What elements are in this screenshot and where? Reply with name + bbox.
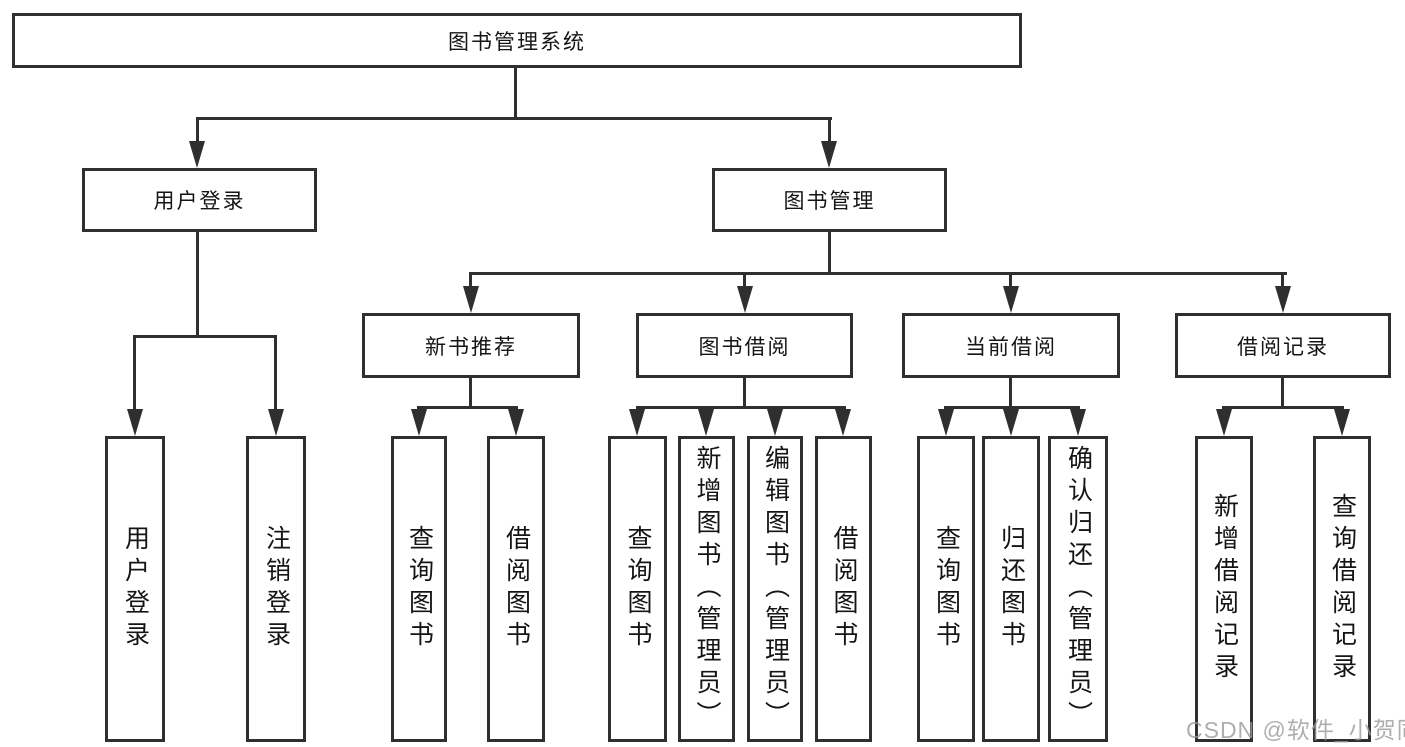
leaf-borrowing-query-books: 查询图书: [608, 436, 667, 742]
connector-line: [1222, 406, 1344, 409]
leaf-current-query-books-label: 查询图书: [932, 525, 961, 653]
connector-line: [944, 406, 1080, 409]
leaf-recommend-borrow-books: 借阅图书: [487, 436, 545, 742]
arrow-down-icon: [1275, 286, 1291, 313]
leaf-add-books-admin: 新增图书（管理员）: [678, 436, 735, 742]
connector-line: [1281, 378, 1284, 406]
arrow-down-icon: [1070, 409, 1086, 436]
arrow-down-icon: [938, 409, 954, 436]
leaf-logout: 注销登录: [246, 436, 306, 742]
leaf-user-login-label: 用户登录: [121, 525, 150, 653]
node-book-borrowing: 图书借阅: [636, 313, 853, 378]
leaf-query-borrow-record: 查询借阅记录: [1313, 436, 1371, 742]
arrow-down-icon: [189, 141, 205, 168]
node-book-management-label: 图书管理: [783, 190, 876, 213]
leaf-borrowing-query-books-label: 查询图书: [624, 525, 652, 653]
connector-line: [743, 378, 746, 406]
arrow-down-icon: [463, 286, 479, 313]
node-root-label: 图书管理系统: [448, 30, 586, 54]
leaf-recommend-borrow-books-label: 借阅图书: [502, 525, 531, 653]
leaf-query-borrow-record-label: 查询借阅记录: [1328, 493, 1357, 685]
arrow-down-icon: [1003, 409, 1019, 436]
connector-line: [133, 335, 136, 412]
arrow-down-icon: [821, 141, 837, 168]
leaf-recommend-query-books-label: 查询图书: [405, 525, 434, 653]
leaf-edit-books-admin-label: 编辑图书（管理员）: [761, 445, 790, 733]
arrow-down-icon: [698, 409, 714, 436]
node-current-borrowing: 当前借阅: [902, 313, 1120, 378]
arrow-down-icon: [268, 409, 284, 436]
node-new-book-recommend: 新书推荐: [362, 313, 580, 378]
leaf-return-books: 归还图书: [982, 436, 1040, 742]
leaf-recommend-query-books: 查询图书: [391, 436, 447, 742]
connector-line: [274, 335, 277, 412]
connector-line: [828, 117, 831, 144]
connector-line: [1009, 272, 1012, 288]
connector-line: [1281, 272, 1284, 288]
arrow-down-icon: [835, 409, 851, 436]
connector-line: [469, 378, 472, 406]
connector-line: [1009, 378, 1012, 406]
node-book-borrowing-label: 图书借阅: [698, 335, 791, 359]
arrow-down-icon: [508, 409, 524, 436]
leaf-logout-label: 注销登录: [262, 525, 291, 653]
node-book-management: 图书管理: [712, 168, 947, 232]
connector-line: [196, 117, 832, 120]
arrow-down-icon: [737, 286, 753, 313]
connector-line: [514, 68, 517, 117]
leaf-current-query-books: 查询图书: [917, 436, 975, 742]
arrow-down-icon: [629, 409, 645, 436]
node-new-book-recommend-label: 新书推荐: [425, 335, 517, 359]
node-borrowing-records: 借阅记录: [1175, 313, 1391, 378]
connector-line: [636, 406, 846, 409]
leaf-add-borrow-record: 新增借阅记录: [1195, 436, 1253, 742]
leaf-confirm-return-admin-label: 确认归还（管理员）: [1064, 445, 1093, 733]
connector-line: [469, 272, 1287, 275]
node-user-login-label: 用户登录: [153, 190, 246, 213]
connector-line: [133, 335, 277, 338]
connector-line: [417, 406, 518, 409]
connector-line: [828, 232, 831, 272]
arrow-down-icon: [1334, 409, 1350, 436]
node-root: 图书管理系统: [12, 13, 1022, 68]
arrow-down-icon: [1003, 286, 1019, 313]
leaf-borrow-books: 借阅图书: [815, 436, 872, 742]
node-current-borrowing-label: 当前借阅: [965, 335, 1057, 359]
leaf-user-login: 用户登录: [105, 436, 165, 742]
arrow-down-icon: [1216, 409, 1232, 436]
node-borrowing-records-label: 借阅记录: [1237, 335, 1329, 359]
arrow-down-icon: [411, 409, 427, 436]
leaf-confirm-return-admin: 确认归还（管理员）: [1048, 436, 1108, 742]
leaf-add-borrow-record-label: 新增借阅记录: [1210, 493, 1239, 685]
leaf-add-books-admin-label: 新增图书（管理员）: [693, 445, 721, 733]
connector-line: [469, 272, 472, 288]
leaf-edit-books-admin: 编辑图书（管理员）: [747, 436, 803, 742]
csdn-watermark: CSDN @软件_小贺同学: [1186, 717, 1405, 743]
connector-line: [196, 232, 199, 335]
arrow-down-icon: [127, 409, 143, 436]
leaf-return-books-label: 归还图书: [997, 525, 1026, 653]
connector-line: [743, 272, 746, 288]
connector-line: [196, 117, 199, 144]
node-user-login: 用户登录: [82, 168, 317, 232]
leaf-borrow-books-label: 借阅图书: [830, 525, 858, 653]
arrow-down-icon: [767, 409, 783, 436]
